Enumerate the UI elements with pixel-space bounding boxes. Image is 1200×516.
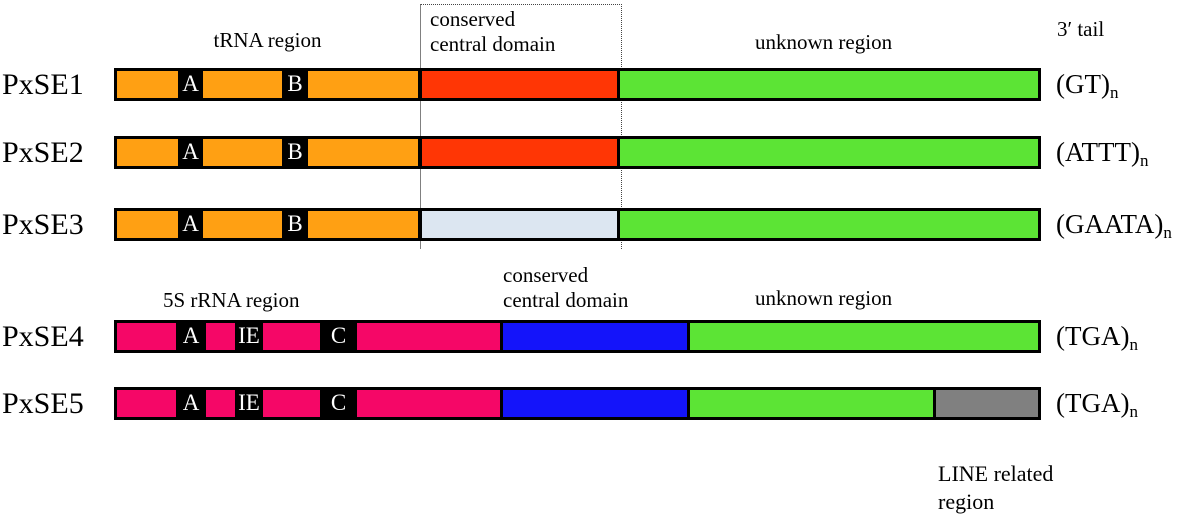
trna-region-segment — [117, 139, 178, 166]
line-related-region-label-line1: LINE related — [938, 461, 1054, 486]
conserved-central-domain-header-2-line2: central domain — [503, 288, 629, 312]
tail-repeat: (GT) — [1056, 69, 1110, 99]
box-a-label: A — [182, 390, 200, 415]
unknown-region-segment — [690, 323, 1038, 350]
conserved-central-domain-segment — [422, 71, 617, 98]
conserved-central-domain-header-line1: conserved — [430, 7, 516, 31]
trna-region-segment — [117, 211, 178, 238]
element-bar-pxse1: A B — [114, 68, 1041, 101]
trna-region-segment — [203, 71, 282, 98]
box-a-label: A — [182, 71, 199, 96]
tail-label-pxse2: (ATTT)n — [1056, 134, 1148, 170]
rrna-region-segment — [117, 323, 176, 350]
trna-region-segment — [203, 139, 282, 166]
tail-subscript: n — [1109, 83, 1119, 102]
tail-repeat: (TGA) — [1056, 321, 1130, 351]
rrna-region-segment — [117, 390, 176, 417]
conserved-central-domain-segment — [503, 323, 687, 350]
tail-label-pxse4: (TGA)n — [1056, 318, 1138, 354]
box-b-label: B — [287, 211, 303, 236]
tail-label-pxse5: (TGA)n — [1056, 385, 1138, 421]
tail-subscript: n — [1163, 223, 1172, 242]
trna-region-segment — [203, 211, 282, 238]
conserved-central-domain-segment — [503, 390, 687, 417]
line-related-region-label-line2: region — [938, 489, 995, 514]
element-bar-pxse2: A B — [114, 136, 1041, 169]
element-bar-pxse5: A IE C — [114, 387, 1041, 420]
box-c-label: C — [330, 390, 347, 415]
box-a-label: A — [182, 139, 199, 164]
row-label-pxse5: PxSE5 — [2, 387, 84, 420]
conserved-domain-dotted-box — [420, 4, 622, 249]
rrna-region-segment — [206, 323, 235, 350]
unknown-region-segment — [690, 390, 933, 417]
unknown-region-segment — [620, 211, 1038, 238]
box-b-label: B — [287, 139, 303, 164]
rrna-region-segment — [206, 390, 235, 417]
tail-subscript: n — [1129, 335, 1138, 354]
box-a-label: A — [182, 323, 200, 348]
trna-region-segment — [117, 71, 178, 98]
tail-subscript: n — [1139, 151, 1149, 170]
tail-subscript: n — [1129, 402, 1138, 421]
rrna-region-header: 5S rRNA region — [163, 288, 300, 312]
tail-repeat: (TGA) — [1056, 388, 1130, 418]
unknown-region-segment — [620, 139, 1038, 166]
conserved-central-domain-header-2-line1: conserved — [503, 263, 589, 287]
conserved-central-domain-header-line2: central domain — [430, 32, 556, 56]
lost-central-domain-segment — [422, 211, 617, 238]
row-label-pxse3: PxSE3 — [2, 208, 84, 241]
row-label-pxse2: PxSE2 — [2, 136, 84, 169]
element-bar-pxse4: A IE C — [114, 320, 1041, 353]
trna-region-segment — [308, 71, 418, 98]
box-ie-label: IE — [238, 323, 260, 348]
box-b-label: B — [287, 71, 303, 96]
tail-repeat: (ATTT) — [1056, 137, 1140, 167]
box-c-label: C — [330, 323, 347, 348]
element-bar-pxse3: A B — [114, 208, 1041, 241]
trna-region-segment — [308, 139, 418, 166]
tail-repeat: (GAATA) — [1056, 209, 1164, 239]
box-ie-label: IE — [238, 390, 260, 415]
unknown-region-segment — [620, 71, 1038, 98]
box-a-label: A — [182, 211, 199, 236]
rrna-region-segment — [263, 390, 320, 417]
trna-region-segment — [308, 211, 418, 238]
tail-label-pxse1: (GT)n — [1056, 66, 1118, 102]
conserved-central-domain-segment — [422, 139, 617, 166]
line-related-region-segment — [936, 390, 1038, 417]
unknown-region-header-2: unknown region — [755, 286, 893, 310]
rrna-region-segment — [357, 390, 500, 417]
line-related-region-label: LINE related region — [938, 460, 1053, 516]
three-prime-tail-header: 3′ tail — [1057, 17, 1105, 41]
unknown-region-header: unknown region — [755, 30, 893, 54]
rrna-region-segment — [263, 323, 320, 350]
trna-region-header: tRNA region — [213, 28, 322, 52]
rrna-region-segment — [357, 323, 500, 350]
tail-label-pxse3: (GAATA)n — [1056, 206, 1172, 242]
row-label-pxse1: PxSE1 — [2, 68, 84, 101]
row-label-pxse4: PxSE4 — [2, 320, 84, 353]
